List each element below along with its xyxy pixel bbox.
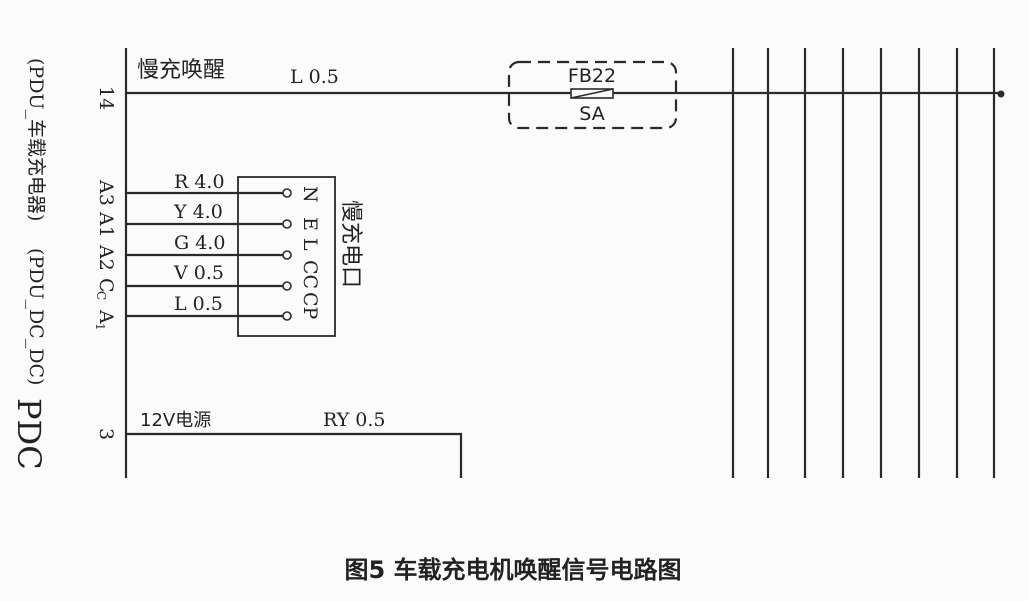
- wake-line-label: 慢充唤醒: [137, 58, 225, 83]
- slow-charge-connector: [237, 176, 336, 337]
- svg-text:Y 4.0: Y 4.0: [173, 201, 223, 223]
- connector-wire-y: Y 4.0: [126, 201, 292, 229]
- fuse-box: [507, 60, 678, 130]
- figure-caption: 图5 车载充电机唤醒信号电路图: [344, 556, 681, 584]
- svg-text:L 0.5: L 0.5: [174, 293, 223, 315]
- right-harness: [731, 48, 996, 478]
- svg-text:1: 1: [93, 323, 107, 331]
- svg-text:R 4.0: R 4.0: [174, 171, 225, 193]
- connector-pin-n: N: [299, 186, 321, 203]
- module-label-obc: (PDU_车载充电器): [25, 58, 47, 221]
- svg-text:C: C: [94, 291, 108, 300]
- pin-14: 14: [95, 86, 117, 110]
- connector-wire-v: V 0.5: [126, 262, 292, 291]
- connector-pin-cp: CP: [299, 292, 321, 320]
- svg-text:G 4.0: G 4.0: [174, 232, 225, 254]
- connector-wire-g: G 4.0: [126, 232, 292, 260]
- svg-text:A: A: [95, 309, 117, 324]
- pin-a1: A1: [95, 211, 117, 238]
- svg-text:C: C: [95, 278, 117, 293]
- connector-wire-l: L 0.5: [126, 293, 292, 321]
- wake-wire-spec: L 0.5: [290, 66, 339, 88]
- module-name: PDC: [10, 398, 48, 470]
- connector-pin-e: E: [299, 217, 321, 231]
- fuse-element: [570, 88, 614, 99]
- svg-text:V 0.5: V 0.5: [173, 262, 224, 284]
- fuse-id: FB22: [568, 65, 616, 87]
- pin-3: 3: [95, 428, 117, 440]
- connector-pin-l: L: [299, 238, 321, 251]
- wake-wire-end-dot: [997, 90, 1005, 98]
- pin-a3: A3: [95, 179, 117, 206]
- connector-pin-cc: CC: [299, 260, 321, 289]
- module-label-dcdc: (PDU_DC_DC): [25, 248, 47, 385]
- power-line-label: 12V电源: [140, 410, 211, 431]
- power-wire-spec: RY 0.5: [323, 409, 386, 431]
- connector-name: 慢充电口: [338, 200, 363, 288]
- pin-a2: A2: [95, 244, 117, 271]
- pin-a1-dcdc: A 1: [93, 309, 117, 331]
- power-wire: [126, 432, 463, 478]
- connector-wire-r: R 4.0: [126, 171, 292, 198]
- pin-cc: C C: [94, 278, 117, 300]
- fuse-rating: SA: [579, 103, 604, 125]
